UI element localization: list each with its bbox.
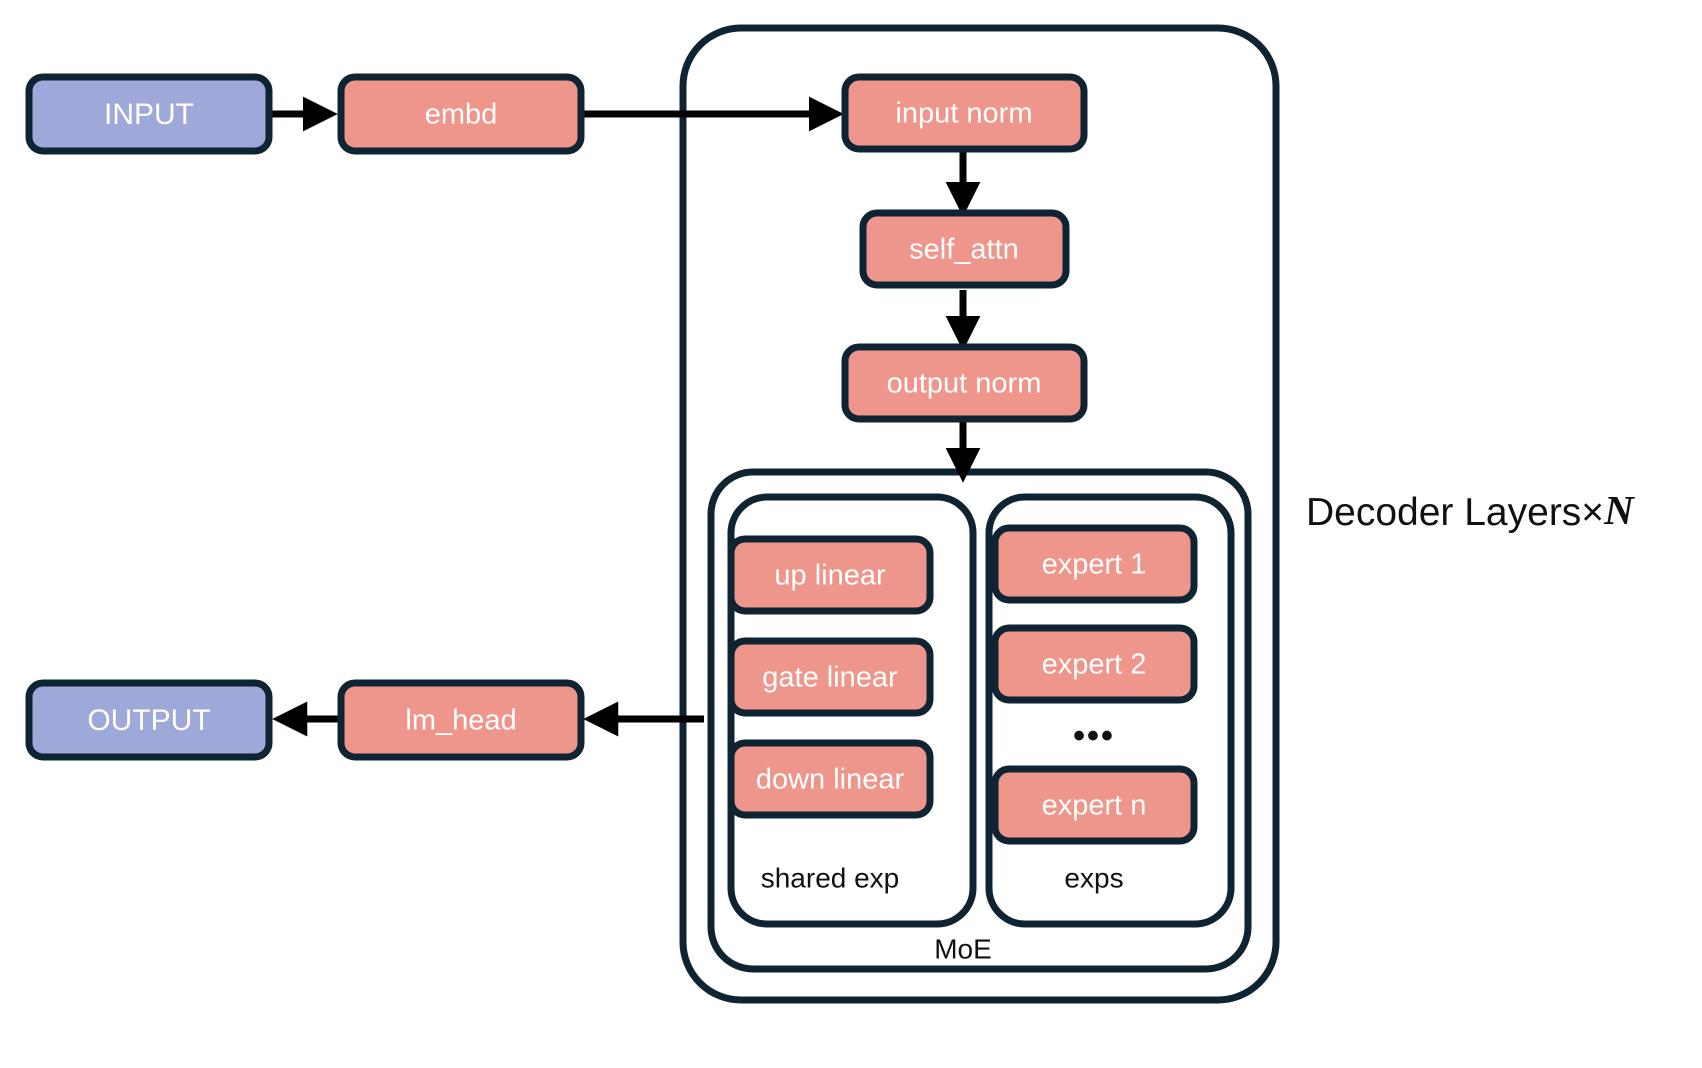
node-output-norm[interactable]: output norm (841, 343, 1088, 423)
moe-group-label: MoE (934, 933, 992, 964)
node-expert-n-label: expert n (1042, 790, 1147, 822)
node-lm-head-label: lm_head (405, 705, 516, 737)
node-expert-1[interactable]: expert 1 (991, 524, 1198, 604)
node-down-linear-label: down linear (756, 764, 905, 796)
node-embd[interactable]: embd (337, 73, 585, 155)
node-expert-n[interactable]: expert n (991, 765, 1198, 845)
node-input[interactable]: INPUT (25, 73, 273, 155)
shared-exp-group-label: shared exp (761, 862, 900, 893)
node-input-norm[interactable]: input norm (841, 73, 1088, 153)
node-up-linear-label: up linear (774, 560, 886, 592)
node-up-linear[interactable]: up linear (727, 535, 934, 615)
node-expert-2-label: expert 2 (1042, 649, 1147, 681)
node-down-linear[interactable]: down linear (727, 739, 934, 819)
experts-ellipsis-icon: ••• (1073, 717, 1115, 755)
decoder-layers-annotation-n: N (1603, 487, 1635, 533)
node-expert-2[interactable]: expert 2 (991, 624, 1198, 704)
node-self-attn[interactable]: self_attn (859, 209, 1070, 289)
node-embd-label: embd (425, 99, 498, 131)
node-output-norm-label: output norm (887, 368, 1042, 400)
decoder-layers-annotation-text: Decoder Layers× (1306, 491, 1604, 534)
node-gate-linear[interactable]: gate linear (727, 637, 934, 717)
node-self-attn-label: self_attn (909, 234, 1019, 266)
node-gate-linear-label: gate linear (762, 662, 898, 694)
node-output[interactable]: OUTPUT (25, 679, 273, 761)
node-input-norm-label: input norm (895, 98, 1032, 130)
exps-group-label: exps (1064, 862, 1123, 893)
node-expert-1-label: expert 1 (1042, 549, 1147, 581)
decoder-layers-annotation: Decoder Layers×N (1306, 487, 1635, 534)
node-lm-head[interactable]: lm_head (337, 679, 585, 761)
node-output-label: OUTPUT (87, 704, 210, 737)
node-input-label: INPUT (104, 98, 194, 131)
